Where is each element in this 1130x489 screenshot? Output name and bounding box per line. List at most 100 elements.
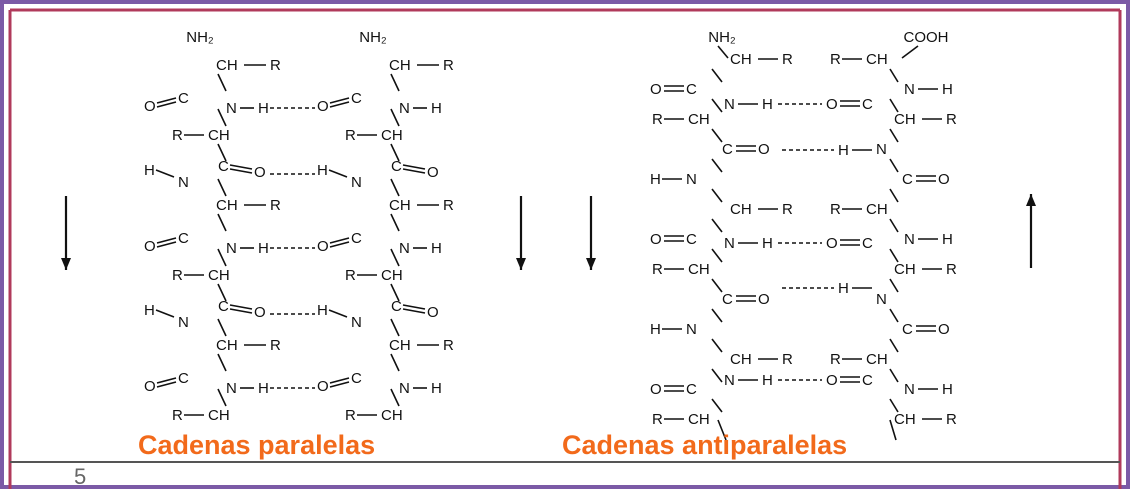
arrow-antiparallel-right-head xyxy=(1026,194,1036,206)
amide-nitrogen: N xyxy=(399,380,410,397)
ch-carbon: CH xyxy=(208,407,230,424)
ch-carbon: CH xyxy=(208,267,230,284)
ch-carbon: CH xyxy=(688,261,710,278)
amide-hydrogen: H xyxy=(258,380,269,397)
bond xyxy=(390,248,400,267)
ch-carbon: CH xyxy=(381,407,403,424)
bond xyxy=(229,304,253,310)
bond xyxy=(717,419,727,441)
ch-carbon: CH xyxy=(688,411,710,428)
amide-hydrogen: H xyxy=(431,100,442,117)
carbonyl-oxygen: O xyxy=(938,321,950,338)
bond xyxy=(889,188,899,203)
amide-nitrogen: N xyxy=(724,235,735,252)
carbonyl-oxygen: O xyxy=(144,378,156,395)
ch-carbon: CH xyxy=(389,337,411,354)
side-chain-r: R xyxy=(443,197,454,214)
bond xyxy=(156,381,177,388)
amino-group-left: NH₂ xyxy=(186,29,214,46)
bond xyxy=(711,308,723,323)
carbonyl-oxygen: O xyxy=(317,238,329,255)
bond xyxy=(217,248,227,267)
bond xyxy=(889,278,899,293)
bond xyxy=(217,213,227,232)
side-chain-r: R xyxy=(270,337,281,354)
amide-hydrogen: H xyxy=(144,302,155,319)
side-chain-r: R xyxy=(782,201,793,218)
ch-carbon: CH xyxy=(866,51,888,68)
bond xyxy=(329,237,350,244)
side-chain-r: R xyxy=(345,267,356,284)
bond xyxy=(889,218,899,233)
ch-carbon: CH xyxy=(381,127,403,144)
amino-terminus: NH₂ xyxy=(708,29,736,46)
side-chain-r: R xyxy=(830,351,841,368)
bond xyxy=(711,278,723,293)
carbonyl-oxygen: O xyxy=(826,372,838,389)
bond xyxy=(156,241,177,248)
bond xyxy=(217,283,227,302)
arrow-antiparallel-left-head xyxy=(586,258,596,270)
amide-nitrogen: N xyxy=(351,174,362,191)
amide-hydrogen: H xyxy=(258,240,269,257)
amide-hydrogen: H xyxy=(942,381,953,398)
carbonyl-oxygen: O xyxy=(938,171,950,188)
bond xyxy=(328,169,348,178)
side-chain-r: R xyxy=(782,351,793,368)
bond xyxy=(711,158,723,173)
ch-carbon: CH xyxy=(381,267,403,284)
carbonyl-oxygen: O xyxy=(427,304,439,321)
bond xyxy=(901,45,919,59)
ch-carbon: CH xyxy=(389,57,411,74)
direction-arrows xyxy=(61,194,1036,270)
bond xyxy=(889,338,899,353)
amide-hydrogen: H xyxy=(838,142,849,159)
carbonyl-oxygen: O xyxy=(826,235,838,252)
bond xyxy=(329,381,350,388)
amide-nitrogen: N xyxy=(904,81,915,98)
ch-carbon: CH xyxy=(894,111,916,128)
amide-nitrogen: N xyxy=(904,381,915,398)
amide-hydrogen: H xyxy=(762,235,773,252)
carbonyl-carbon: C xyxy=(351,370,362,387)
bond xyxy=(402,164,426,170)
amide-nitrogen: N xyxy=(686,321,697,338)
caption-parallel-chains: Cadenas paralelas xyxy=(138,430,376,460)
side-chain-r: R xyxy=(345,127,356,144)
bond xyxy=(889,68,899,83)
side-chain-r: R xyxy=(652,261,663,278)
bond xyxy=(217,108,227,127)
bond xyxy=(717,45,729,59)
bond xyxy=(156,377,177,384)
side-chain-r: R xyxy=(345,407,356,424)
carbonyl-oxygen: O xyxy=(826,96,838,113)
ch-carbon: CH xyxy=(216,197,238,214)
side-chain-r: R xyxy=(270,197,281,214)
bond xyxy=(156,97,177,104)
carbonyl-carbon: C xyxy=(391,158,402,175)
bond xyxy=(217,143,227,162)
bond xyxy=(155,309,175,318)
bond xyxy=(889,128,899,143)
bond xyxy=(889,248,899,263)
carbonyl-carbon: C xyxy=(178,230,189,247)
bond xyxy=(390,353,400,372)
side-chain-r: R xyxy=(270,57,281,74)
bond xyxy=(711,368,723,383)
bond xyxy=(711,188,723,203)
side-chain-r: R xyxy=(652,411,663,428)
bond xyxy=(156,237,177,244)
carbonyl-carbon: C xyxy=(862,235,873,252)
bond xyxy=(217,318,227,337)
carbonyl-oxygen: O xyxy=(650,81,662,98)
ch-carbon: CH xyxy=(730,351,752,368)
carbonyl-carbon: C xyxy=(686,381,697,398)
carbonyl-oxygen: O xyxy=(758,141,770,158)
bond xyxy=(711,128,723,143)
amide-hydrogen: H xyxy=(762,372,773,389)
amide-nitrogen: N xyxy=(351,314,362,331)
side-chain-r: R xyxy=(172,127,183,144)
bond xyxy=(390,108,400,127)
